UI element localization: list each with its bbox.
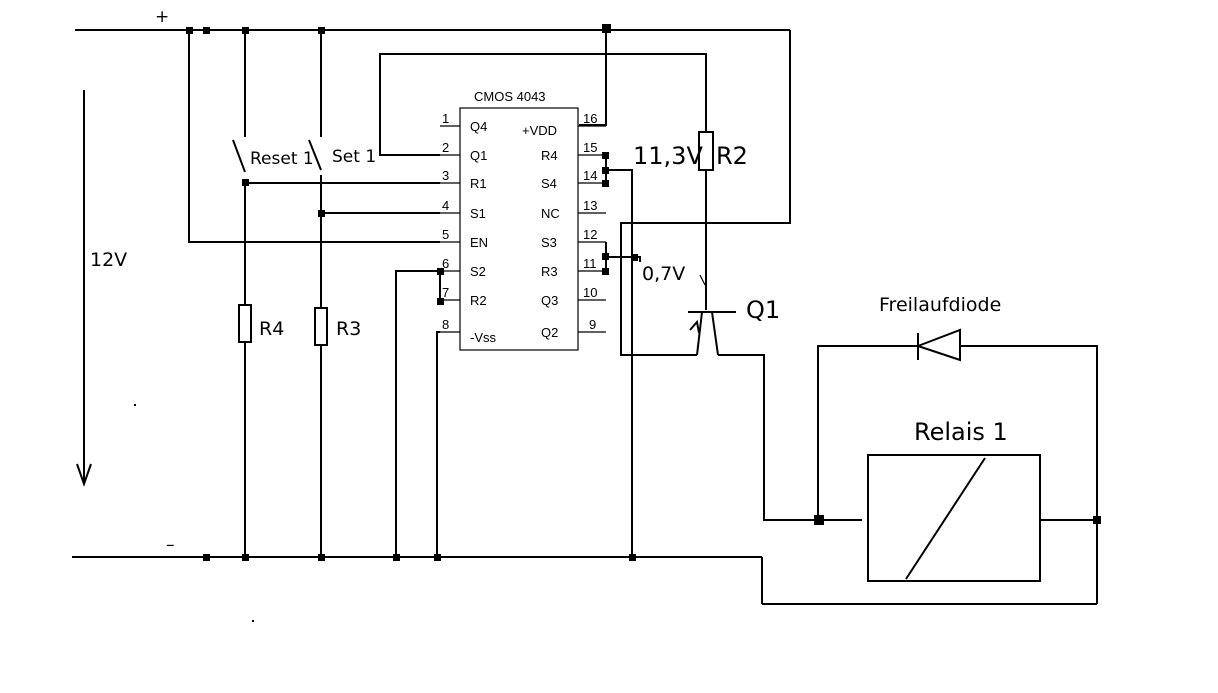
pin-7-name: R2	[470, 293, 487, 308]
base-loop-wire	[620, 30, 791, 356]
set-switch	[308, 30, 440, 557]
pin-15-name: R4	[541, 148, 558, 163]
pin-12-name: S3	[541, 235, 557, 250]
pin-1-name: Q4	[470, 119, 487, 134]
vdd-wire	[579, 30, 607, 126]
pin-9-name: Q2	[541, 325, 558, 340]
pin-11-number: 11	[583, 256, 597, 271]
set-label: Set 1	[332, 147, 376, 167]
r4-label: R4	[259, 318, 284, 340]
minus-label: –	[166, 535, 175, 555]
pin-2-number: 2	[442, 140, 449, 155]
pin-9-number: 9	[589, 317, 596, 332]
pin-4-number: 4	[442, 198, 449, 213]
pin-3-name: R1	[470, 176, 487, 191]
pin-16-number: 16	[583, 111, 597, 126]
pin-4-name: S1	[470, 206, 486, 221]
r2-label: R2	[716, 142, 748, 170]
en-wire	[188, 30, 440, 243]
vss-wire	[436, 331, 440, 557]
pin-10-name: Q3	[541, 293, 558, 308]
pin-12-number: 12	[583, 227, 597, 242]
negative-rail	[72, 554, 1097, 605]
q1-label: Q1	[746, 296, 780, 324]
pin-16-name: +VDD	[522, 123, 557, 138]
diode-label: Freilaufdiode	[879, 294, 1001, 316]
vbe-label: 0,7V	[642, 263, 685, 285]
reset-switch	[232, 30, 440, 557]
ic-4043: CMOS 4043 1 Q4 2 Q1 3 R1 4 S1 5 EN 6 S2 …	[440, 89, 606, 351]
s4-ground-wire	[606, 169, 633, 557]
pin-14-name: S4	[541, 176, 557, 191]
pin-14-number: 14	[583, 168, 597, 183]
voltage-arrow	[76, 90, 92, 488]
pin-7-number: 7	[442, 285, 449, 300]
reset-label: Reset 1	[250, 149, 314, 169]
voltage-label: 12V	[90, 249, 127, 271]
r2-voltage-label: 11,3V	[633, 142, 703, 170]
pin-8-number: 8	[442, 317, 449, 332]
relay-label: Relais 1	[914, 418, 1008, 446]
pin-8-name: -Vss	[470, 330, 497, 345]
positive-rail	[75, 24, 790, 34]
pin-2-name: Q1	[470, 148, 487, 163]
pin-6-name: S2	[470, 264, 486, 279]
resistor-r4	[238, 304, 252, 343]
pin-3-number: 3	[442, 168, 449, 183]
s3-stub	[606, 256, 641, 262]
pin-13-name: NC	[541, 206, 560, 221]
pin-11-name: R3	[541, 264, 558, 279]
pin-5-number: 5	[442, 227, 449, 242]
pin-15-number: 15	[583, 140, 597, 155]
pin-5-name: EN	[470, 235, 488, 250]
r3-label: R3	[336, 318, 361, 340]
freewheel-diode	[814, 328, 1101, 604]
q1-output-wire	[379, 53, 707, 156]
transistor-q1	[688, 170, 862, 521]
pin-13-number: 13	[583, 198, 597, 213]
ic-title: CMOS 4043	[474, 89, 546, 104]
relay-coil	[867, 454, 1097, 582]
pin-6-number: 6	[442, 256, 449, 271]
pin-10-number: 10	[583, 285, 597, 300]
pin-1-number: 1	[442, 111, 449, 126]
resistor-r3	[314, 307, 328, 346]
vbe-tick	[699, 274, 706, 286]
s2-wire	[395, 270, 440, 557]
plus-label: +	[155, 7, 169, 27]
